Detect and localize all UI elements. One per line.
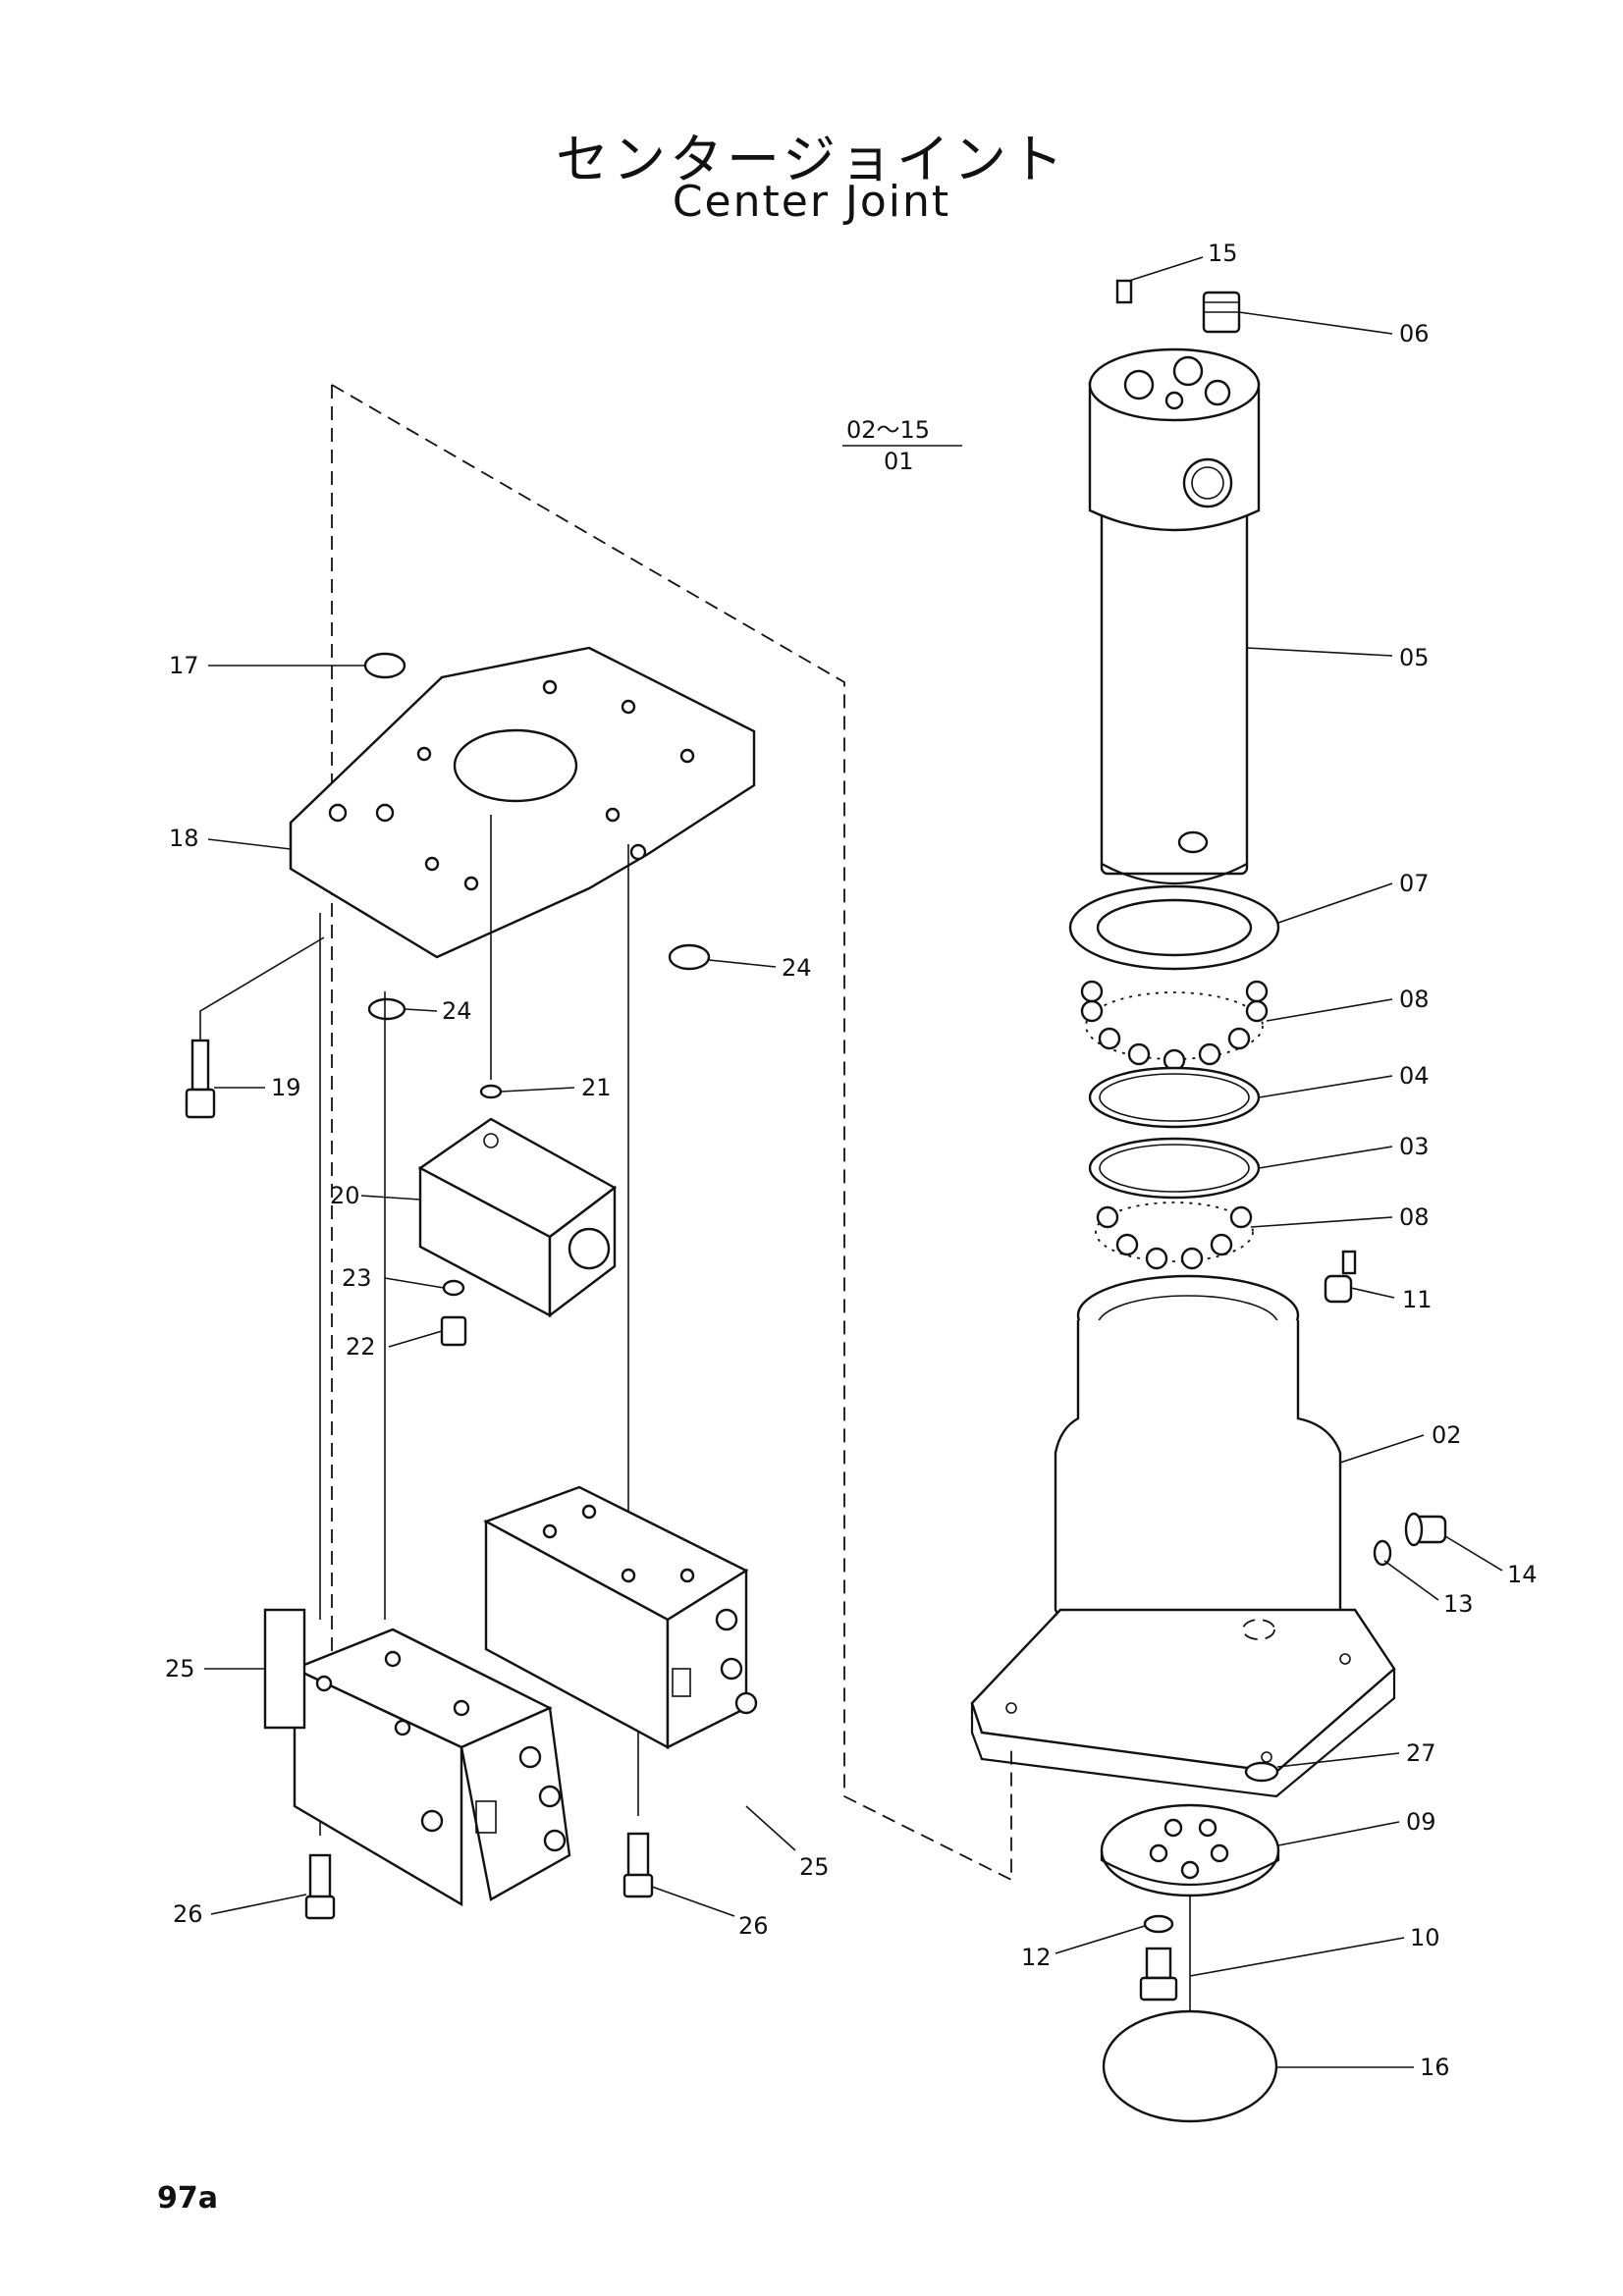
callout-12: 12 <box>1021 1944 1052 1971</box>
part-08-balls-upper <box>1080 980 1269 1072</box>
callout-02: 02 <box>1432 1421 1462 1449</box>
part-14-plug <box>1404 1512 1447 1547</box>
applicability-numerator: 02～15 <box>846 416 930 444</box>
callout-25-front: 25 <box>165 1655 195 1682</box>
page-title-english: Center Joint <box>672 177 951 227</box>
part-22-plug <box>440 1315 467 1347</box>
callout-07: 07 <box>1399 870 1430 897</box>
page-number: 97a <box>157 2181 218 2216</box>
page-title-japanese: センタージョイント <box>556 129 1067 190</box>
part-09-cover <box>1100 1803 1280 1897</box>
callout-13: 13 <box>1443 1590 1474 1618</box>
part-23-washer <box>442 1279 465 1297</box>
callout-26-front: 26 <box>173 1900 203 1928</box>
manifold-assembly <box>185 384 1012 1920</box>
part-21-o-ring <box>479 1084 503 1099</box>
callout-21: 21 <box>581 1074 612 1101</box>
part-25-valve-front <box>263 1608 571 1907</box>
callout-14: 14 <box>1507 1561 1538 1588</box>
part-08-balls-lower <box>1095 1201 1254 1270</box>
applicability-denominator: 01 <box>884 448 914 475</box>
part-12-washer <box>1143 1914 1174 1934</box>
leader-lines <box>199 256 1503 2068</box>
part-17-o-ring <box>363 652 406 679</box>
callout-23: 23 <box>342 1264 372 1292</box>
callout-15: 15 <box>1208 240 1238 267</box>
callout-18: 18 <box>169 825 199 852</box>
callout-06: 06 <box>1399 320 1430 347</box>
part-02-body <box>970 1274 1396 1798</box>
part-18-plate <box>289 646 756 959</box>
part-24-o-ring-b <box>668 943 711 971</box>
callout-10: 10 <box>1410 1924 1440 1951</box>
callout-22: 22 <box>346 1333 376 1361</box>
part-11-grease-fitting <box>1324 1250 1357 1304</box>
part-26-bolt-b <box>622 1832 654 1898</box>
part-05-spindle <box>1088 347 1261 884</box>
part-06-plug <box>1202 291 1241 334</box>
part-19-bolt <box>185 1039 216 1119</box>
callout-19: 19 <box>271 1074 301 1101</box>
callout-16: 16 <box>1420 2054 1450 2081</box>
applicability-note: 02～15 01 <box>842 416 962 475</box>
callout-26-rear: 26 <box>738 1912 769 1940</box>
callout-24-right: 24 <box>782 954 812 982</box>
part-20-block <box>417 1117 618 1318</box>
part-03-ring <box>1088 1137 1261 1200</box>
part-13-o-ring <box>1373 1539 1392 1567</box>
part-16-o-ring <box>1102 2009 1278 2123</box>
part-24-o-ring-a <box>367 997 406 1021</box>
callout-09: 09 <box>1406 1808 1436 1836</box>
callout-17: 17 <box>169 652 199 679</box>
part-07-seal <box>1068 884 1280 971</box>
part-27-o-ring <box>1244 1761 1279 1783</box>
callout-11: 11 <box>1402 1286 1433 1313</box>
callout-24-left: 24 <box>442 997 472 1025</box>
callout-04: 04 <box>1399 1062 1430 1090</box>
callout-25-rear: 25 <box>799 1853 830 1881</box>
callout-20: 20 <box>330 1182 360 1209</box>
part-10-bolt <box>1139 1947 1178 2002</box>
part-04-ring <box>1088 1066 1261 1129</box>
part-25-valve-rear <box>483 1485 758 1750</box>
callout-08-upper: 08 <box>1399 986 1430 1013</box>
callout-27: 27 <box>1406 1739 1436 1767</box>
part-26-bolt-a <box>304 1853 336 1920</box>
part-15-plug <box>1115 279 1133 304</box>
callout-05: 05 <box>1399 644 1430 671</box>
center-joint-assembly <box>970 279 1447 2123</box>
callout-08-lower: 08 <box>1399 1203 1430 1231</box>
callout-03: 03 <box>1399 1133 1430 1160</box>
